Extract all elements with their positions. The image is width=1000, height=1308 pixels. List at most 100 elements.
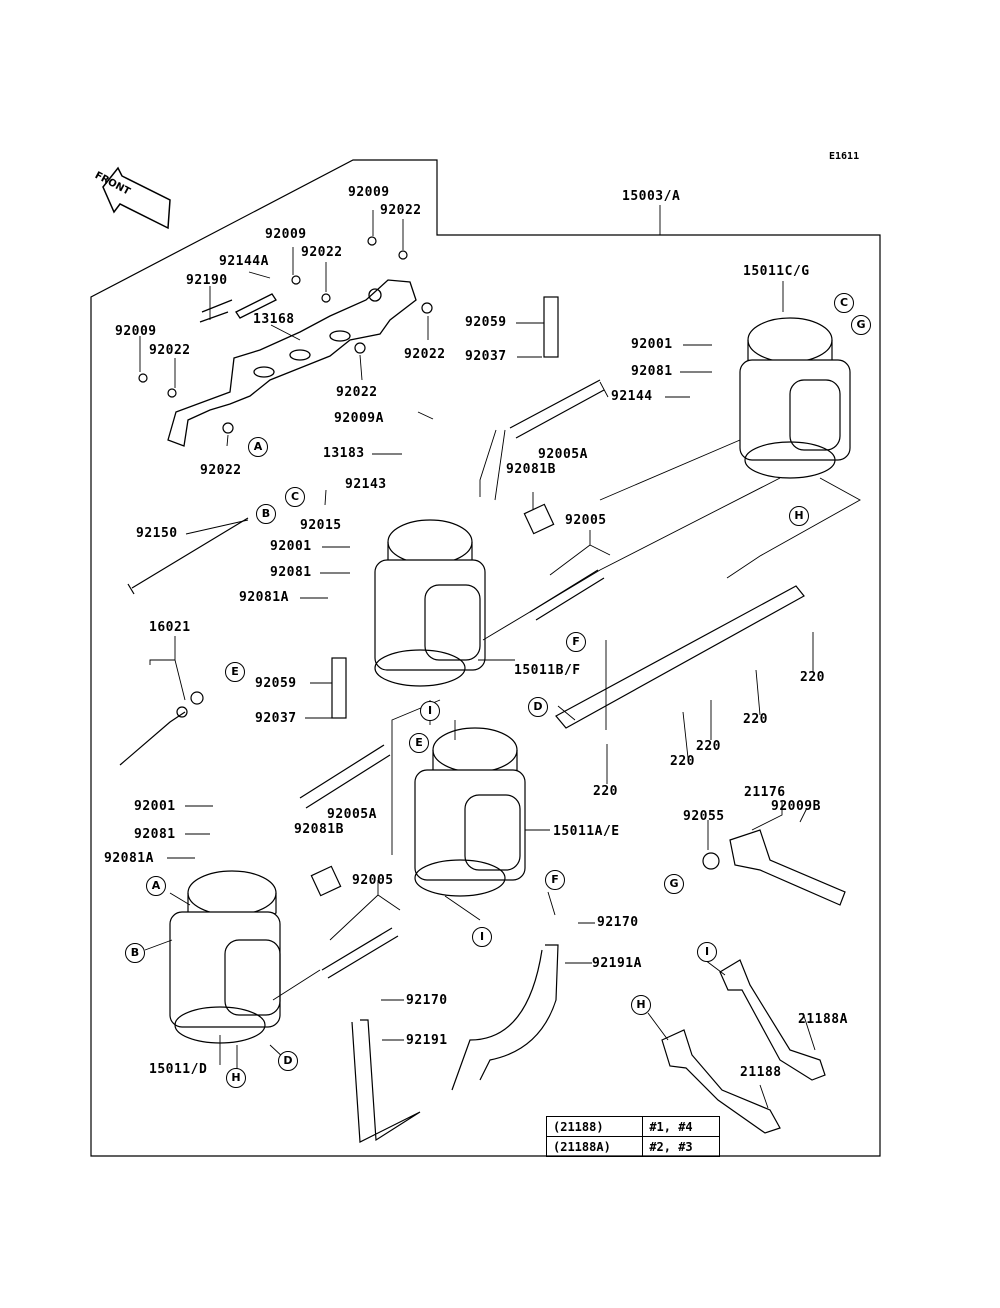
part-label-220: 220 — [696, 739, 721, 754]
part-label-92005a: 92005A — [538, 447, 588, 462]
callout-letter: C — [285, 487, 305, 507]
part-label-13183: 13183 — [323, 446, 365, 461]
part-label-16021: 16021 — [149, 620, 191, 635]
diagram-border — [90, 159, 881, 1157]
part-label-92170: 92170 — [406, 993, 448, 1008]
part-label-15011bf: 15011B/F — [514, 663, 581, 678]
part-label-92144: 92144 — [611, 389, 653, 404]
part-label-220: 220 — [593, 784, 618, 799]
part-label-92001: 92001 — [134, 799, 176, 814]
part-label-92059: 92059 — [465, 315, 507, 330]
part-label-92059: 92059 — [255, 676, 297, 691]
sensor-21188 — [661, 1029, 781, 1134]
legend-part: (21188A) — [545, 1136, 644, 1157]
callout-letter: I — [472, 927, 492, 947]
part-label-92022: 92022 — [336, 385, 378, 400]
part-label-21176: 21176 — [744, 785, 786, 800]
sensor-21188a — [719, 959, 826, 1081]
legend-cylinders: #2, #3 — [642, 1136, 720, 1157]
part-label-220: 220 — [800, 670, 825, 685]
part-label-92081a: 92081A — [239, 590, 289, 605]
part-label-92055: 92055 — [683, 809, 725, 824]
part-label-92081b: 92081B — [294, 822, 344, 837]
part-label-92191: 92191 — [406, 1033, 448, 1048]
carburetor-cg — [739, 317, 851, 479]
callout-letter: D — [278, 1051, 298, 1071]
callout-letter: G — [851, 315, 871, 335]
callout-letter: E — [409, 733, 429, 753]
long-stud — [127, 517, 249, 595]
linkage-plate — [555, 585, 805, 729]
callout-letter: C — [834, 293, 854, 313]
part-label-92022: 92022 — [200, 463, 242, 478]
callout-letter: B — [256, 504, 276, 524]
legend-row: (21188) #1, #4 — [545, 1116, 720, 1137]
part-label-92001: 92001 — [631, 337, 673, 352]
carburetor-bf — [374, 519, 486, 687]
part-label-92081: 92081 — [270, 565, 312, 580]
part-label-92015: 92015 — [300, 518, 342, 533]
part-label-92022: 92022 — [149, 343, 191, 358]
part-label-92081b: 92081B — [506, 462, 556, 477]
callout-letter: F — [566, 632, 586, 652]
part-label-15003a: 15003/A — [622, 189, 681, 204]
part-label-92005: 92005 — [565, 513, 607, 528]
choke-cable — [119, 711, 186, 766]
part-label-220: 220 — [670, 754, 695, 769]
callout-letter: H — [226, 1068, 246, 1088]
t-joint-upper — [529, 569, 605, 621]
fuel-pipe-upper — [509, 296, 605, 439]
part-label-92005: 92005 — [352, 873, 394, 888]
part-label-92143: 92143 — [345, 477, 387, 492]
fuel-pipe-lower — [299, 657, 391, 809]
part-label-92191a: 92191A — [592, 956, 642, 971]
drain-hose — [351, 1019, 421, 1143]
part-label-92022: 92022 — [380, 203, 422, 218]
part-label-92190: 92190 — [186, 273, 228, 288]
part-label-21188: 21188 — [740, 1065, 782, 1080]
part-label-92081: 92081 — [631, 364, 673, 379]
callout-letter: E — [225, 662, 245, 682]
part-label-220: 220 — [743, 712, 768, 727]
part-label-21188a: 21188A — [798, 1012, 848, 1027]
part-label-92150: 92150 — [136, 526, 178, 541]
mounting-bracket — [167, 279, 417, 447]
callout-letter: F — [545, 870, 565, 890]
callout-letter: G — [664, 874, 684, 894]
legend-row: (21188A) #2, #3 — [545, 1136, 720, 1157]
part-label-15011ae: 15011A/E — [553, 824, 620, 839]
t-joint-lower — [321, 927, 399, 979]
leader-lines — [139, 205, 861, 1109]
part-label-92009: 92009 — [265, 227, 307, 242]
part-label-92005a: 92005A — [327, 807, 377, 822]
drain-hose-a — [451, 944, 559, 1091]
part-label-92144a: 92144A — [219, 254, 269, 269]
part-label-92009b: 92009B — [771, 799, 821, 814]
part-label-92001: 92001 — [270, 539, 312, 554]
carburetor-ae — [414, 727, 526, 897]
part-label-92037: 92037 — [465, 349, 507, 364]
part-label-13168: 13168 — [253, 312, 295, 327]
throttle-sensor — [729, 829, 846, 906]
part-label-92022: 92022 — [404, 347, 446, 362]
part-label-92009: 92009 — [115, 324, 157, 339]
part-label-15011d: 15011/D — [149, 1062, 208, 1077]
part-label-15011cg: 15011C/G — [743, 264, 810, 279]
legend-cylinders: #1, #4 — [642, 1116, 720, 1137]
callout-letter: H — [631, 995, 651, 1015]
front-arrow-icon — [102, 166, 171, 230]
legend-part: (21188) — [545, 1116, 644, 1137]
callout-letter: I — [697, 942, 717, 962]
callout-letter: I — [420, 701, 440, 721]
callout-letter: A — [248, 437, 268, 457]
diagram-code: E1611 — [829, 151, 860, 162]
callout-letter: H — [789, 506, 809, 526]
carburetor-d — [169, 870, 281, 1044]
callout-letter: B — [125, 943, 145, 963]
callout-letter: A — [146, 876, 166, 896]
sensor-cylinder-legend: (21188) #1, #4 (21188A) #2, #3 — [545, 1116, 720, 1157]
callout-letter: D — [528, 697, 548, 717]
part-label-92170: 92170 — [597, 915, 639, 930]
